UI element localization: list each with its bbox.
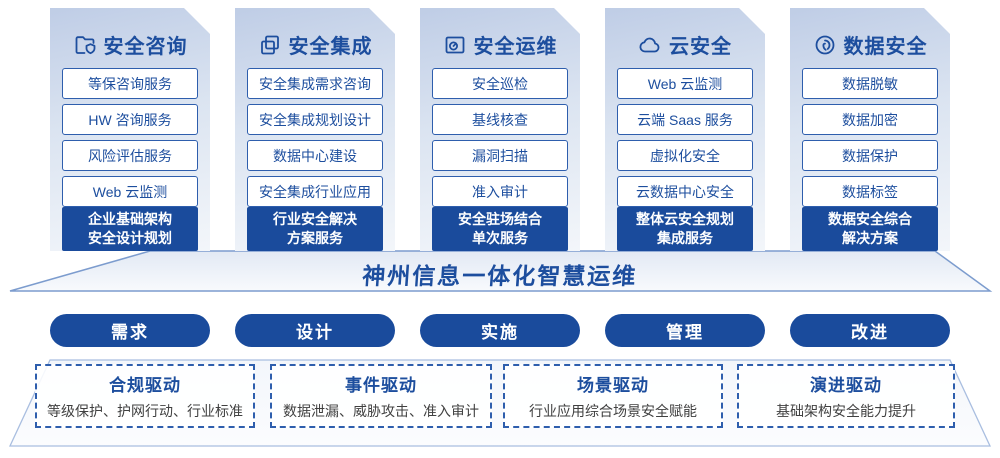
service-item: 安全巡检 <box>432 68 568 99</box>
service-item: 数据中心建设 <box>247 140 383 171</box>
service-item: 数据加密 <box>802 104 938 135</box>
panel-header: 数据安全 <box>790 30 950 59</box>
footer-line: 企业基础架构 <box>88 210 172 227</box>
panel-header: 安全运维 <box>420 30 580 59</box>
service-item: 安全集成行业应用 <box>247 176 383 207</box>
phase-pill-design: 设计 <box>235 314 395 347</box>
panel-footer: 数据安全综合 解决方案 <box>802 207 938 251</box>
panel-cloud-security: 云安全 Web 云监测 云端 Saas 服务 虚拟化安全 云数据中心安全 整体云… <box>605 8 765 251</box>
service-item: 准入审计 <box>432 176 568 207</box>
driver-title: 演进驱动 <box>810 376 882 395</box>
panel-title: 安全咨询 <box>103 36 188 58</box>
phase-pill-management: 管理 <box>605 314 765 347</box>
footer-line: 数据安全综合 <box>828 210 912 227</box>
panel-footer: 行业安全解决 方案服务 <box>247 207 383 251</box>
cloud-icon <box>639 37 660 52</box>
driver-box-incident: 事件驱动 数据泄漏、威胁攻击、准入审计 <box>270 364 492 428</box>
service-item: 数据脱敏 <box>802 68 938 99</box>
footer-line: 安全设计规划 <box>88 230 172 246</box>
service-item: 云端 Saas 服务 <box>617 104 753 135</box>
driver-box-scenario: 场景驱动 行业应用综合场景安全赋能 <box>503 364 723 428</box>
footer-line: 集成服务 <box>657 230 713 246</box>
service-item: 安全集成需求咨询 <box>247 68 383 99</box>
service-item: Web 云监测 <box>617 68 753 99</box>
service-item: 数据标签 <box>802 176 938 207</box>
stacked-documents-icon <box>260 35 279 54</box>
panel-footer: 安全驻场结合 单次服务 <box>432 207 568 251</box>
driver-box-compliance: 合规驱动 等级保护、护网行动、行业标准 <box>35 364 255 428</box>
panel-security-consulting: 安全咨询 等保咨询服务 HW 咨询服务 风险评估服务 Web 云监测 企业基础架… <box>50 8 210 251</box>
item-list: 安全巡检 基线核查 漏洞扫描 准入审计 <box>432 68 568 212</box>
panel-title: 数据安全 <box>843 36 928 58</box>
driver-title: 场景驱动 <box>577 376 649 395</box>
driver-desc: 基础架构安全能力提升 <box>776 403 916 419</box>
panel-header: 云安全 <box>605 30 765 59</box>
fingerprint-icon <box>815 35 834 54</box>
banner-trapezoid <box>9 250 993 292</box>
panel-security-integration: 安全集成 安全集成需求咨询 安全集成规划设计 数据中心建设 安全集成行业应用 行… <box>235 8 395 251</box>
item-list: 等保咨询服务 HW 咨询服务 风险评估服务 Web 云监测 <box>62 68 198 212</box>
item-list: Web 云监测 云端 Saas 服务 虚拟化安全 云数据中心安全 <box>617 68 753 212</box>
service-item: 安全集成规划设计 <box>247 104 383 135</box>
driver-title: 合规驱动 <box>109 376 181 395</box>
service-item: 风险评估服务 <box>62 140 198 171</box>
service-item: 基线核查 <box>432 104 568 135</box>
panel-footer: 整体云安全规划 集成服务 <box>617 207 753 251</box>
item-list: 安全集成需求咨询 安全集成规划设计 数据中心建设 安全集成行业应用 <box>247 68 383 212</box>
panel-header: 安全咨询 <box>50 30 210 59</box>
folder-gauge-icon <box>445 36 464 53</box>
panel-header: 安全集成 <box>235 30 395 59</box>
item-list: 数据脱敏 数据加密 数据保护 数据标签 <box>802 68 938 212</box>
footer-line: 解决方案 <box>842 230 898 246</box>
driver-box-evolution: 演进驱动 基础架构安全能力提升 <box>737 364 955 428</box>
panel-title: 安全集成 <box>288 36 373 58</box>
banner-title: 神州信息一体化智慧运维 <box>361 263 639 289</box>
panel-title: 安全运维 <box>473 36 558 58</box>
service-item: 漏洞扫描 <box>432 140 568 171</box>
driver-title: 事件驱动 <box>345 376 417 395</box>
footer-line: 安全驻场结合 <box>458 210 542 227</box>
service-item: 虚拟化安全 <box>617 140 753 171</box>
panel-title: 云安全 <box>669 36 732 58</box>
service-item: Web 云监测 <box>62 176 198 207</box>
folder-shield-icon <box>75 35 95 54</box>
panel-footer: 企业基础架构 安全设计规划 <box>62 207 198 251</box>
service-item: 云数据中心安全 <box>617 176 753 207</box>
phase-pill-requirement: 需求 <box>50 314 210 347</box>
service-item: 数据保护 <box>802 140 938 171</box>
footer-line: 行业安全解决 <box>273 210 357 227</box>
driver-desc: 等级保护、护网行动、行业标准 <box>47 403 243 419</box>
footer-line: 整体云安全规划 <box>636 210 734 227</box>
panel-security-operations: 安全运维 安全巡检 基线核查 漏洞扫描 准入审计 安全驻场结合 单次服务 <box>420 8 580 251</box>
driver-desc: 行业应用综合场景安全赋能 <box>529 403 697 419</box>
phase-pill-improvement: 改进 <box>790 314 950 347</box>
service-item: 等保咨询服务 <box>62 68 198 99</box>
service-item: HW 咨询服务 <box>62 104 198 135</box>
footer-line: 单次服务 <box>472 230 528 246</box>
panel-data-security: 数据安全 数据脱敏 数据加密 数据保护 数据标签 数据安全综合 解决方案 <box>790 8 950 251</box>
footer-line: 方案服务 <box>287 230 343 246</box>
phase-pill-implementation: 实施 <box>420 314 580 347</box>
driver-desc: 数据泄漏、威胁攻击、准入审计 <box>283 403 479 419</box>
